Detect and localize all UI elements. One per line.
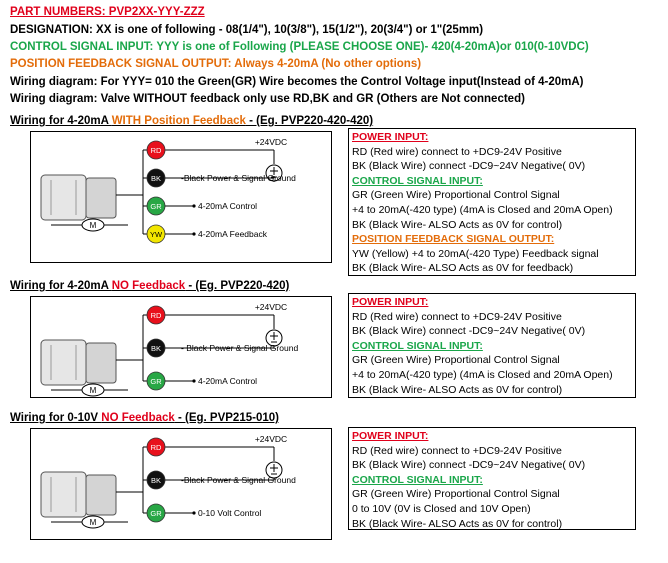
wire-node-rd bbox=[146, 140, 166, 160]
info-heading: POSITION FEEDBACK SIGNAL OUTPUT: bbox=[352, 233, 555, 246]
info-line: RD (Red wire) connect to +DC9-24V Positi… bbox=[352, 310, 562, 323]
motor-label: M bbox=[90, 518, 97, 527]
info-line: 0 to 10V (0V is Closed and 10V Open) bbox=[352, 502, 531, 515]
valve-body-icon bbox=[40, 339, 117, 386]
section-2-title-highlight: NO Feedback bbox=[111, 280, 186, 292]
supply-label: +24VDC bbox=[255, 137, 287, 147]
wire-label: 4-20mA Feedback bbox=[198, 229, 268, 239]
wiring-svg: M +24VDC RD BK -Black Power & Signal GroundG… bbox=[40, 137, 296, 244]
supply-label: +24VDC bbox=[255, 302, 287, 312]
info-line: BK (Black Wire- ALSO Acts as 0V for cont… bbox=[352, 383, 563, 396]
wire-code: RD bbox=[151, 146, 162, 155]
wire-node-rd bbox=[146, 437, 166, 457]
motor-label: M bbox=[90, 386, 97, 395]
info-heading: CONTROL SIGNAL INPUT: bbox=[352, 473, 483, 486]
section-1-title-highlight: WITH Position Feedback bbox=[111, 115, 246, 127]
wire-node-rd bbox=[146, 305, 166, 325]
wire-code: RD bbox=[151, 311, 162, 320]
section-1-title-prefix: Wiring for 4-20mA bbox=[10, 115, 112, 127]
info-line: YW (Yellow) +4 to 20mA(-420 Type) Feedba… bbox=[352, 247, 599, 260]
valve-body-icon bbox=[40, 471, 117, 518]
wire-label: -Black Power & Signal Ground bbox=[181, 173, 296, 183]
info-heading: CONTROL SIGNAL INPUT: bbox=[352, 339, 483, 352]
wire-code: YW bbox=[150, 230, 163, 239]
section-3-title-suffix: - (Eg. PVP215-010) bbox=[174, 412, 279, 424]
wiring-diagram-2: M +24VDC RD BK - Black Power & Signal Ground… bbox=[30, 296, 332, 398]
info-line: GR (Green Wire) Proportional Control Sig… bbox=[352, 189, 560, 202]
info-line: RD (Red wire) connect to +DC9-24V Positi… bbox=[352, 444, 562, 457]
part-numbers-heading: PART NUMBERS: PVP2XX-YYY-ZZZ bbox=[10, 6, 205, 18]
terminal-dot bbox=[192, 379, 196, 383]
info-line: BK (Black Wire) connect -DC9~24V Negativ… bbox=[352, 459, 586, 472]
wiring-svg: M +24VDC RD BK - Black Power & Signal Ground… bbox=[40, 302, 298, 397]
wire-code: GR bbox=[150, 377, 162, 386]
valve-body-icon bbox=[40, 174, 117, 221]
control-input-text: CONTROL SIGNAL INPUT: YYY is one of Foll… bbox=[10, 41, 589, 53]
info-box-2: POWER INPUT: RD (Red wire) connect to +DC… bbox=[348, 293, 636, 398]
wiring-svg: M +24VDC RD BK -Black Power & Signal GroundG… bbox=[40, 434, 296, 529]
wire-label: - Black Power & Signal Ground bbox=[181, 343, 298, 353]
info-line: RD (Red wire) connect to +DC9-24V Positi… bbox=[352, 145, 562, 158]
section-1-title-suffix: - (Eg. PVP220-420-420) bbox=[245, 115, 374, 127]
supply-label: +24VDC bbox=[255, 434, 287, 444]
info-line: +4 to 20mA(-420 type) (4mA is Closed and… bbox=[352, 368, 613, 381]
info-heading: POWER INPUT: bbox=[352, 131, 429, 143]
info-line: GR (Green Wire) Proportional Control Sig… bbox=[352, 354, 560, 367]
info-line: +4 to 20mA(-420 type) (4mA is Closed and… bbox=[352, 203, 613, 216]
wire-code: BK bbox=[151, 476, 161, 485]
wiring-note-2: Wiring diagram: Valve WITHOUT feedback o… bbox=[10, 93, 525, 105]
motor-label: M bbox=[90, 221, 97, 230]
info-line: BK (Black Wire) connect -DC9~24V Negativ… bbox=[352, 325, 586, 338]
wire-label: -Black Power & Signal Ground bbox=[181, 475, 296, 485]
wire-code: RD bbox=[151, 443, 162, 452]
section-2-title-suffix: - (Eg. PVP220-420) bbox=[185, 280, 290, 292]
section-1-title: Wiring for 4-20mA WITH Position Feedback… bbox=[10, 115, 373, 127]
terminal-dot bbox=[192, 511, 196, 515]
info-box-1: POWER INPUT: RD (Red wire) connect to +DC… bbox=[348, 128, 636, 276]
section-3-title-highlight: NO Feedback bbox=[101, 412, 175, 424]
section-3-title: Wiring for 0-10V NO Feedback - (Eg. PVP2… bbox=[10, 412, 279, 424]
info-heading: POWER INPUT: bbox=[352, 430, 429, 442]
terminal-dot bbox=[192, 232, 196, 236]
info-line: BK (Black Wire) connect -DC9~24V Negativ… bbox=[352, 160, 586, 173]
wire-code: GR bbox=[150, 202, 162, 211]
info-line: BK (Black Wire- ALSO Acts as 0V for cont… bbox=[352, 517, 563, 530]
info-line: BK (Black Wire- ALSO Acts as 0V for feed… bbox=[352, 262, 574, 275]
wire-label: 4-20mA Control bbox=[198, 376, 257, 386]
designation-text: DESIGNATION: XX is one of following - 08… bbox=[10, 24, 484, 36]
wire-code: BK bbox=[151, 174, 161, 183]
wire-label: 0-10 Volt Control bbox=[198, 508, 261, 518]
info-box-3: POWER INPUT: RD (Red wire) connect to +DC… bbox=[348, 427, 636, 530]
feedback-output-text: POSITION FEEDBACK SIGNAL OUTPUT: Always … bbox=[10, 58, 422, 70]
info-line: GR (Green Wire) Proportional Control Sig… bbox=[352, 488, 560, 501]
wire-code: BK bbox=[151, 344, 161, 353]
info-heading: CONTROL SIGNAL INPUT: bbox=[352, 174, 483, 187]
wire-code: GR bbox=[150, 509, 162, 518]
section-2-title-prefix: Wiring for 4-20mA bbox=[10, 280, 112, 292]
info-line: BK (Black Wire- ALSO Acts as 0V for cont… bbox=[352, 218, 563, 231]
terminal-dot bbox=[192, 204, 196, 208]
wiring-note-1: Wiring diagram: For YYY= 010 the Green(G… bbox=[10, 76, 584, 88]
wire-label: 4-20mA Control bbox=[198, 201, 257, 211]
info-heading: POWER INPUT: bbox=[352, 296, 429, 308]
section-3-title-prefix: Wiring for 0-10V bbox=[10, 412, 102, 424]
section-2-title: Wiring for 4-20mA NO Feedback - (Eg. PVP… bbox=[10, 280, 289, 292]
